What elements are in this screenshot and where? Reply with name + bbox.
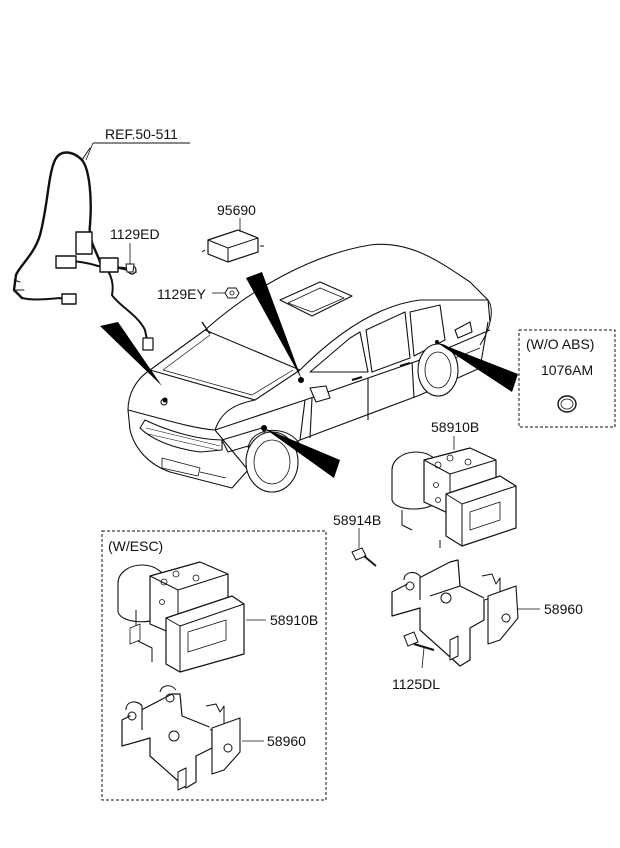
label-58910b-top: 58910B: [431, 419, 480, 435]
hecu-58910b: [391, 436, 517, 548]
label-58914b: 58914B: [333, 512, 382, 528]
label-58960-esc: 58960: [267, 733, 306, 749]
wheel-sensor-harness: [12, 147, 154, 351]
vehicle-outline: [127, 243, 492, 493]
label-58910b-esc: 58910B: [270, 612, 319, 628]
bracket-esc: [121, 685, 264, 791]
wo-abs-box: [518, 329, 616, 428]
bolt-1125dl: [403, 631, 435, 669]
label-1076am: 1076AM: [541, 362, 594, 378]
plug-1076am: [557, 395, 577, 413]
sensor-95690: [201, 218, 264, 263]
w-esc-box: [101, 530, 327, 801]
label-ref-50-511: REF.50-511: [105, 126, 178, 142]
callout-dots: [162, 340, 439, 431]
label-1129ey: 1129EY: [157, 286, 206, 302]
bracket-58960: [391, 559, 540, 667]
label-95690: 95690: [217, 202, 256, 218]
label-58960: 58960: [544, 601, 583, 617]
label-1129ed: 1129ED: [110, 226, 160, 242]
bolt-58914b: [351, 528, 377, 567]
label-w-esc: (W/ESC): [108, 538, 164, 554]
callout-wedges: [100, 272, 518, 478]
label-wo-abs: (W/O ABS): [526, 336, 595, 352]
label-1125dl: 1125DL: [392, 676, 441, 692]
hecu-esc: [117, 561, 266, 673]
